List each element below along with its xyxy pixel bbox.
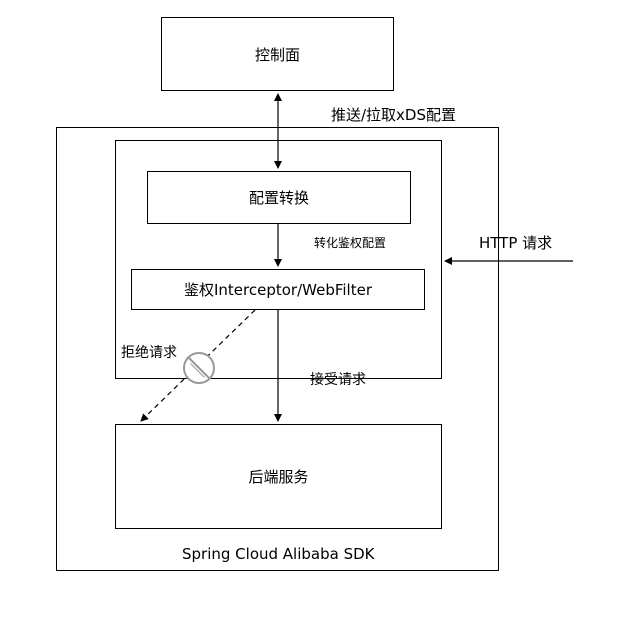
backend-service-label: 后端服务 bbox=[248, 468, 309, 486]
config-convert-label: 配置转换 bbox=[248, 189, 309, 207]
convert-auth-config-label: 转化鉴权配置 bbox=[314, 236, 387, 250]
config-convert-box: 配置转换 bbox=[147, 171, 411, 224]
control-plane-label: 控制面 bbox=[254, 45, 300, 64]
http-request-label: HTTP 请求 bbox=[479, 234, 553, 252]
backend-service-box: 后端服务 bbox=[115, 424, 442, 529]
accept-request-label: 接受请求 bbox=[310, 372, 366, 388]
auth-filter-box: 鉴权Interceptor/WebFilter bbox=[131, 269, 425, 310]
auth-filter-label: 鉴权Interceptor/WebFilter bbox=[183, 281, 372, 299]
prohibited-icon bbox=[183, 352, 215, 384]
sdk-label: Spring Cloud Alibaba SDK bbox=[182, 545, 375, 563]
control-plane-box: 控制面 bbox=[161, 17, 394, 91]
push-pull-xds-label: 推送/拉取xDS配置 bbox=[331, 106, 457, 124]
reject-request-label: 拒绝请求 bbox=[121, 345, 177, 361]
